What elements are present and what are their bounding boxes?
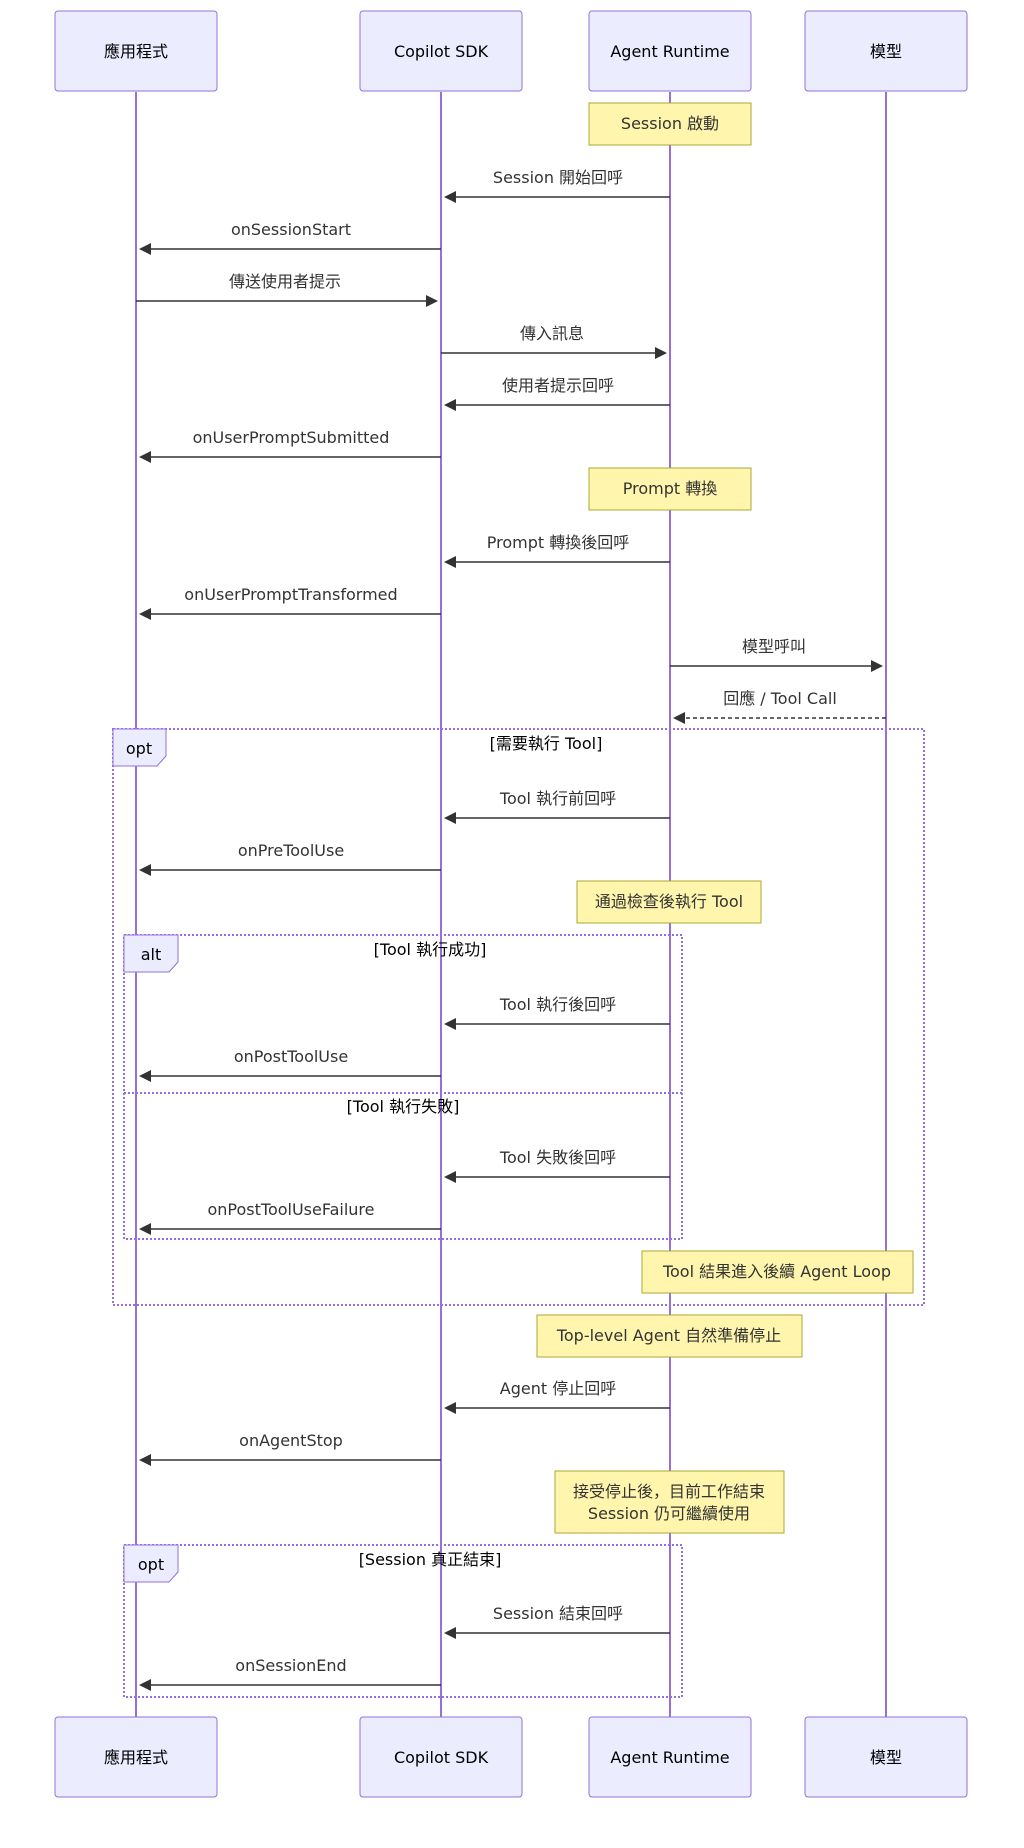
svg-text:應用程式: 應用程式 xyxy=(104,1748,168,1767)
svg-text:Session 仍可繼續使用: Session 仍可繼續使用 xyxy=(588,1504,750,1523)
message-agent-stop-callback: Agent 停止回呼 xyxy=(444,1379,670,1414)
svg-text:Session 結束回呼: Session 結束回呼 xyxy=(493,1604,623,1623)
svg-text:onPostToolUseFailure: onPostToolUseFailure xyxy=(207,1200,374,1219)
message-on-user-prompt-transformed: onUserPromptTransformed xyxy=(139,585,441,620)
frame-alt-tag: alt xyxy=(141,945,162,964)
frame-opt2-tag: opt xyxy=(138,1555,164,1574)
actor-model-bottom: 模型 xyxy=(804,1716,968,1798)
message-prompt-transformed-callback: Prompt 轉換後回呼 xyxy=(444,533,670,568)
svg-text:Tool 失敗後回呼: Tool 失敗後回呼 xyxy=(499,1148,616,1167)
svg-text:通過檢查後執行 Tool: 通過檢查後執行 Tool xyxy=(595,892,743,911)
message-pre-tool-callback: Tool 執行前回呼 xyxy=(444,789,670,824)
svg-text:onPreToolUse: onPreToolUse xyxy=(238,841,344,860)
message-incoming: 傳入訊息 xyxy=(441,324,667,359)
actor-app-label: 應用程式 xyxy=(104,42,168,61)
message-on-session-end: onSessionEnd xyxy=(139,1656,441,1691)
frame-opt-tool: opt [需要執行 Tool] xyxy=(112,728,925,1306)
note-tool-result: Tool 結果進入後續 Agent Loop xyxy=(641,1250,914,1294)
frame-alt-tool: alt [Tool 執行成功] [Tool 執行失敗] xyxy=(123,934,683,1240)
message-on-post-tool-use: onPostToolUse xyxy=(139,1047,441,1082)
svg-text:onSessionEnd: onSessionEnd xyxy=(235,1656,346,1675)
svg-text:模型: 模型 xyxy=(870,1748,902,1767)
frame-opt-session-end: opt [Session 真正結束] xyxy=(123,1544,683,1698)
svg-text:模型呼叫: 模型呼叫 xyxy=(742,637,806,656)
note-prompt-transform: Prompt 轉換 xyxy=(588,467,752,511)
svg-text:Top-level Agent 自然準備停止: Top-level Agent 自然準備停止 xyxy=(556,1326,781,1345)
actor-app-top: 應用程式 xyxy=(54,10,218,92)
note-top-level-stop: Top-level Agent 自然準備停止 xyxy=(536,1314,803,1358)
svg-text:Tool 結果進入後續 Agent Loop: Tool 結果進入後續 Agent Loop xyxy=(662,1262,891,1281)
actor-model-label: 模型 xyxy=(870,42,902,61)
message-on-agent-stop: onAgentStop xyxy=(139,1431,441,1466)
actor-sdk-top: Copilot SDK xyxy=(359,10,523,92)
svg-text:傳入訊息: 傳入訊息 xyxy=(520,324,584,343)
message-user-prompt-callback: 使用者提示回呼 xyxy=(444,376,670,411)
actor-model-top: 模型 xyxy=(804,10,968,92)
svg-text:onSessionStart: onSessionStart xyxy=(231,220,351,239)
note-session-start: Session 啟動 xyxy=(588,102,752,146)
message-model-call: 模型呼叫 xyxy=(670,637,883,672)
actor-runtime-bottom: Agent Runtime xyxy=(588,1716,752,1798)
message-on-post-tool-use-failure: onPostToolUseFailure xyxy=(139,1200,441,1235)
svg-text:onUserPromptTransformed: onUserPromptTransformed xyxy=(184,585,397,604)
note-accept-stop: 接受停止後，目前工作結束 Session 仍可繼續使用 xyxy=(554,1470,785,1534)
message-on-user-prompt-submitted: onUserPromptSubmitted xyxy=(139,428,441,463)
frame-opt-condition: [需要執行 Tool] xyxy=(490,734,603,753)
frame-alt-else-condition: [Tool 執行失敗] xyxy=(347,1097,460,1116)
message-tool-failure-callback: Tool 失敗後回呼 xyxy=(444,1148,670,1183)
message-on-session-start: onSessionStart xyxy=(139,220,441,255)
actor-sdk-label: Copilot SDK xyxy=(394,42,489,61)
svg-text:Prompt 轉換: Prompt 轉換 xyxy=(623,479,718,498)
actor-runtime-label: Agent Runtime xyxy=(610,42,729,61)
message-post-tool-callback: Tool 執行後回呼 xyxy=(444,995,670,1030)
svg-text:Tool 執行後回呼: Tool 執行後回呼 xyxy=(499,995,616,1014)
svg-text:onPostToolUse: onPostToolUse xyxy=(234,1047,348,1066)
actor-sdk-bottom: Copilot SDK xyxy=(359,1716,523,1798)
svg-text:Session 開始回呼: Session 開始回呼 xyxy=(493,168,623,187)
svg-text:傳送使用者提示: 傳送使用者提示 xyxy=(229,272,341,291)
message-send-user-prompt: 傳送使用者提示 xyxy=(136,272,438,307)
svg-text:onUserPromptSubmitted: onUserPromptSubmitted xyxy=(193,428,390,447)
note-pass-check: 通過檢查後執行 Tool xyxy=(576,880,762,924)
frame-opt-tag: opt xyxy=(126,739,152,758)
message-session-start-callback: Session 開始回呼 xyxy=(444,168,670,203)
svg-text:Tool 執行前回呼: Tool 執行前回呼 xyxy=(499,789,616,808)
svg-text:接受停止後，目前工作結束: 接受停止後，目前工作結束 xyxy=(573,1482,765,1501)
svg-text:使用者提示回呼: 使用者提示回呼 xyxy=(502,376,614,395)
svg-text:Agent Runtime: Agent Runtime xyxy=(610,1748,729,1767)
message-response-tool-call: 回應 / Tool Call xyxy=(673,689,886,724)
message-session-end-callback: Session 結束回呼 xyxy=(444,1604,670,1639)
svg-text:回應 / Tool Call: 回應 / Tool Call xyxy=(723,689,837,708)
actor-app-bottom: 應用程式 xyxy=(54,1716,218,1798)
svg-text:Prompt 轉換後回呼: Prompt 轉換後回呼 xyxy=(487,533,630,552)
actor-runtime-top: Agent Runtime xyxy=(588,10,752,92)
svg-text:Agent 停止回呼: Agent 停止回呼 xyxy=(500,1379,616,1398)
svg-text:Session 啟動: Session 啟動 xyxy=(621,114,719,133)
frame-alt-condition: [Tool 執行成功] xyxy=(374,940,487,959)
frame-opt2-condition: [Session 真正結束] xyxy=(359,1550,502,1569)
svg-text:Copilot SDK: Copilot SDK xyxy=(394,1748,489,1767)
svg-text:onAgentStop: onAgentStop xyxy=(239,1431,343,1450)
message-on-pre-tool-use: onPreToolUse xyxy=(139,841,441,876)
